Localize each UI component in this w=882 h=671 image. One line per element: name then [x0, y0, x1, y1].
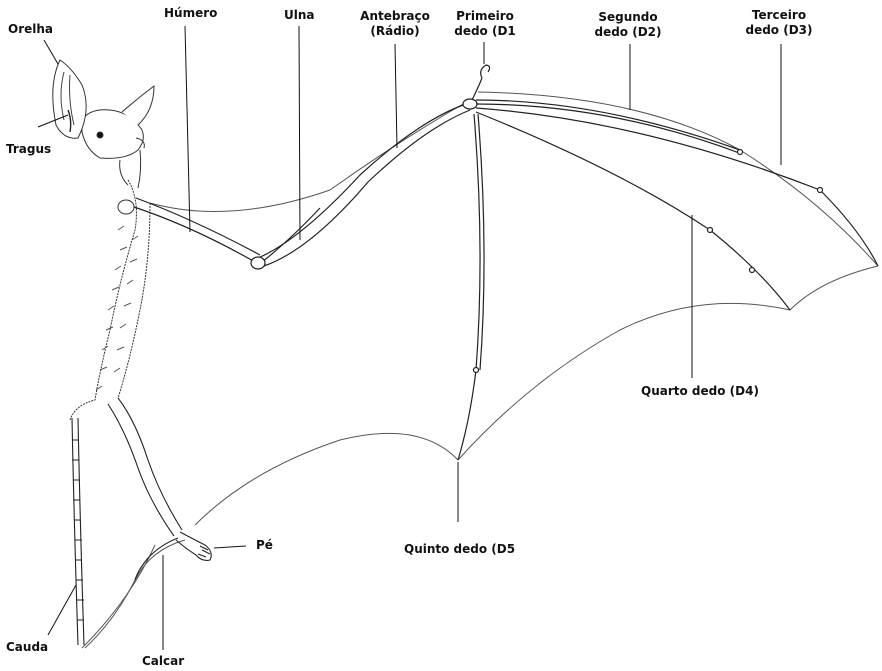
leader-cauda: [48, 585, 76, 635]
bat-body: [53, 60, 154, 420]
label-antebraco: Antebraço (Rádio): [360, 9, 430, 39]
label-pe: Pé: [256, 538, 273, 553]
eye: [97, 132, 103, 138]
label-quarto-dedo: Quarto dedo (D4): [641, 384, 759, 399]
leader-orelha: [44, 40, 58, 64]
fifth-finger-bone: [458, 114, 480, 460]
tail-bone: [72, 418, 78, 645]
label-quinto-dedo: Quinto dedo (D5: [404, 542, 515, 557]
label-terceiro-line1: Terceiro: [745, 8, 812, 23]
second-finger-bone: [476, 100, 740, 150]
humerus-bone: [128, 205, 255, 262]
foot: [176, 532, 211, 560]
label-segundo-line2: dedo (D2): [594, 25, 661, 40]
leader-ulna: [299, 26, 300, 240]
leader-antebraco: [395, 44, 397, 148]
calcar: [135, 538, 178, 580]
leader-pe: [214, 546, 246, 548]
label-segundo-dedo: Segundo dedo (D2): [594, 10, 661, 40]
label-orelha: Orelha: [8, 22, 53, 37]
label-calcar: Calcar: [142, 654, 184, 669]
leg-bone: [118, 398, 182, 530]
ear-right: [122, 86, 154, 125]
leader-humero: [185, 26, 190, 232]
label-tragus: Tragus: [6, 142, 51, 157]
bat-legs-tail: [72, 398, 211, 645]
label-segundo-line1: Segundo: [594, 10, 661, 25]
radius-bone: [258, 104, 466, 258]
label-primeiro-line1: Primeiro: [454, 9, 516, 24]
label-primeiro-line2: dedo (D1: [454, 24, 516, 39]
ulna-bone: [262, 208, 320, 262]
label-antebraco-line1: Antebraço: [360, 9, 430, 24]
label-antebraco-line2: (Rádio): [360, 24, 430, 39]
label-terceiro-line2: dedo (D3): [745, 23, 812, 38]
label-humero: Húmero: [164, 6, 217, 21]
label-cauda: Cauda: [6, 640, 48, 655]
thumb-bone: [472, 78, 482, 100]
wing-bones: [128, 65, 878, 460]
fourth-finger-bone: [476, 112, 790, 310]
label-primeiro-dedo: Primeiro dedo (D1: [454, 9, 516, 39]
third-finger-bone: [476, 108, 878, 266]
label-terceiro-dedo: Terceiro dedo (D3): [745, 8, 812, 38]
label-ulna: Ulna: [284, 8, 315, 23]
